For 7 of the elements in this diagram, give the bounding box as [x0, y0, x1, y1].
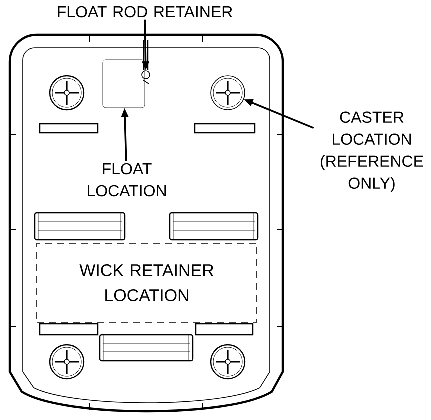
retainer-clip	[142, 70, 150, 80]
dashed-region-box: WICK RETAINER LOCATION	[36, 243, 258, 323]
float-outline	[102, 60, 146, 108]
caster-circle	[210, 76, 246, 110]
callout-label: CASTER LOCATION (REFERENCE ONLY)	[320, 112, 424, 192]
callout-label: FLOAT ROD RETAINER	[58, 6, 232, 18]
callout-label: FLOAT LOCATION	[88, 163, 166, 197]
